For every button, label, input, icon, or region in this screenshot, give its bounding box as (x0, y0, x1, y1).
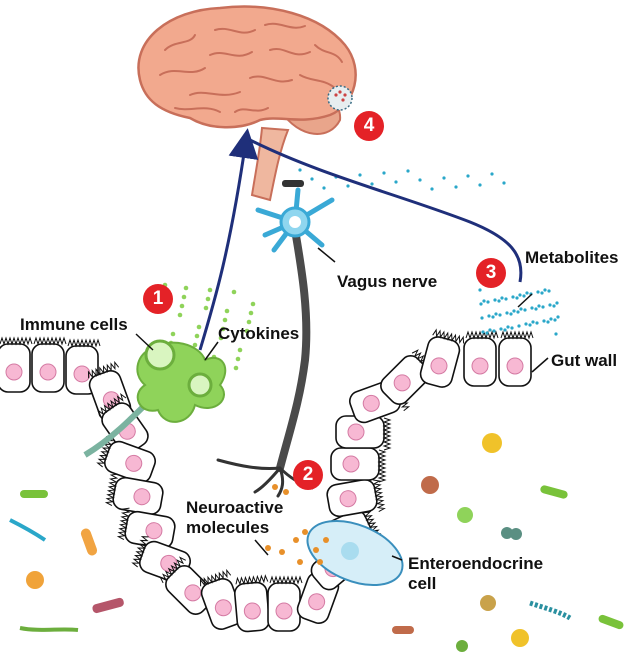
gut-cell (116, 507, 176, 550)
leader-lines (135, 247, 549, 561)
gut-cell (31, 336, 67, 393)
microbes (9, 433, 624, 652)
bacterium-icon (421, 476, 439, 494)
bacterium-icon (92, 597, 124, 614)
bacterium-icon (392, 626, 414, 634)
enteroendocrine-cell (306, 519, 404, 587)
badge-2: 2 (293, 460, 323, 490)
bacterium-icon (501, 527, 513, 539)
pathway-arrows (198, 128, 523, 351)
neuroactive-molecules-label-line2: molecules (186, 518, 270, 537)
bacterium-icon (540, 485, 568, 499)
neuroactive-molecules-label-line1: Neuroactive (186, 498, 284, 517)
brain (137, 5, 357, 202)
metabolites-label: Metabolites (525, 248, 619, 267)
bacterium-icon (20, 490, 48, 498)
gut-cell (498, 330, 534, 387)
metabolite-dots (298, 168, 560, 336)
gut-cell (326, 478, 386, 518)
badge-4: 4 (354, 111, 384, 141)
bacterium-icon (457, 507, 473, 523)
bacterium-icon (511, 629, 529, 647)
gut-cell (0, 336, 33, 393)
gut-cell (199, 568, 244, 631)
immune-cells-label: Immune cells (20, 315, 128, 334)
badge-1: 1 (143, 284, 173, 314)
bacterium-icon (480, 595, 496, 611)
gut-cell (234, 574, 270, 633)
gut-cell (65, 338, 101, 395)
bacterium-icon (482, 433, 502, 453)
vagus-nerve-label: Vagus nerve (337, 272, 438, 291)
bacterium-icon (80, 528, 98, 556)
virus-particle-icon (327, 85, 353, 111)
enteroendocrine-cell-label-line2: cell (408, 574, 437, 593)
gut-cell (267, 575, 303, 632)
gut-cell (380, 349, 439, 405)
neuroactive-dots (265, 484, 329, 565)
enteroendocrine-cell-label-line1: Enteroendocrine (408, 554, 544, 573)
spiral-bacterium-icon (9, 518, 47, 542)
immune-cell (83, 339, 227, 458)
bacterium-icon (598, 614, 624, 630)
gut-cell (463, 330, 499, 387)
bacterium-icon (529, 600, 572, 621)
gut-cell (330, 447, 387, 483)
gut-wall (0, 328, 534, 633)
gut-wall-label: Gut wall (551, 351, 618, 370)
bacterium-icon (26, 571, 44, 589)
gut-cell (104, 473, 164, 516)
vagus-nerve (216, 180, 314, 498)
bacterium-icon (456, 640, 468, 652)
gut-cell (419, 328, 465, 388)
neuron-icon (255, 187, 335, 253)
bacterium-icon (19, 626, 79, 632)
badge-3: 3 (476, 258, 506, 288)
cytokines-label: Cytokines (218, 324, 300, 343)
